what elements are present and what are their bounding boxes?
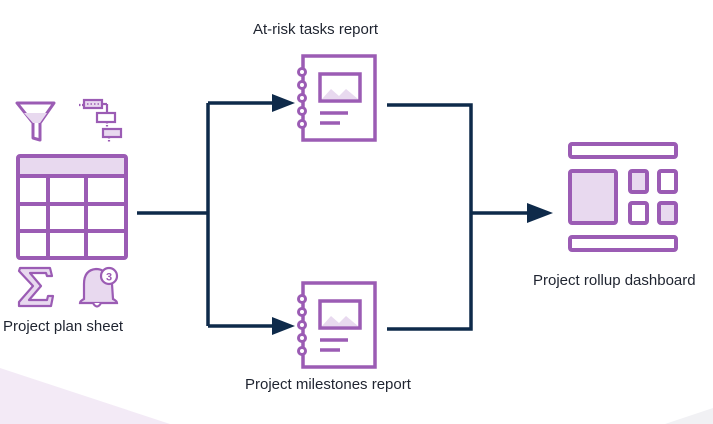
bottom-report-label: Project milestones report — [245, 376, 411, 393]
sheet-grid-icon — [16, 154, 128, 260]
connector-merge — [387, 103, 473, 331]
background-wedge-left — [0, 368, 170, 424]
source-sheet-label: Project plan sheet — [3, 318, 124, 335]
dashboard-label: Project rollup dashboard — [533, 272, 696, 289]
top-report-label: At-risk tasks report — [253, 21, 379, 38]
dashboard-layout-icon — [568, 142, 678, 252]
background-wedge-right — [665, 408, 713, 424]
notebook-report-icon-bottom — [297, 281, 377, 369]
arrowhead-bottom-report — [272, 317, 295, 335]
notebook-report-icon-top — [297, 54, 377, 142]
arrowhead-top-report — [272, 94, 295, 112]
bell-notification-icon — [78, 266, 119, 308]
gantt-hierarchy-icon — [79, 98, 123, 142]
sum-sigma-icon — [17, 266, 55, 308]
connectors — [137, 101, 530, 331]
arrowhead-dashboard — [527, 203, 553, 223]
bell-badge-count: 3 — [106, 272, 112, 284]
filter-icon — [15, 101, 56, 142]
